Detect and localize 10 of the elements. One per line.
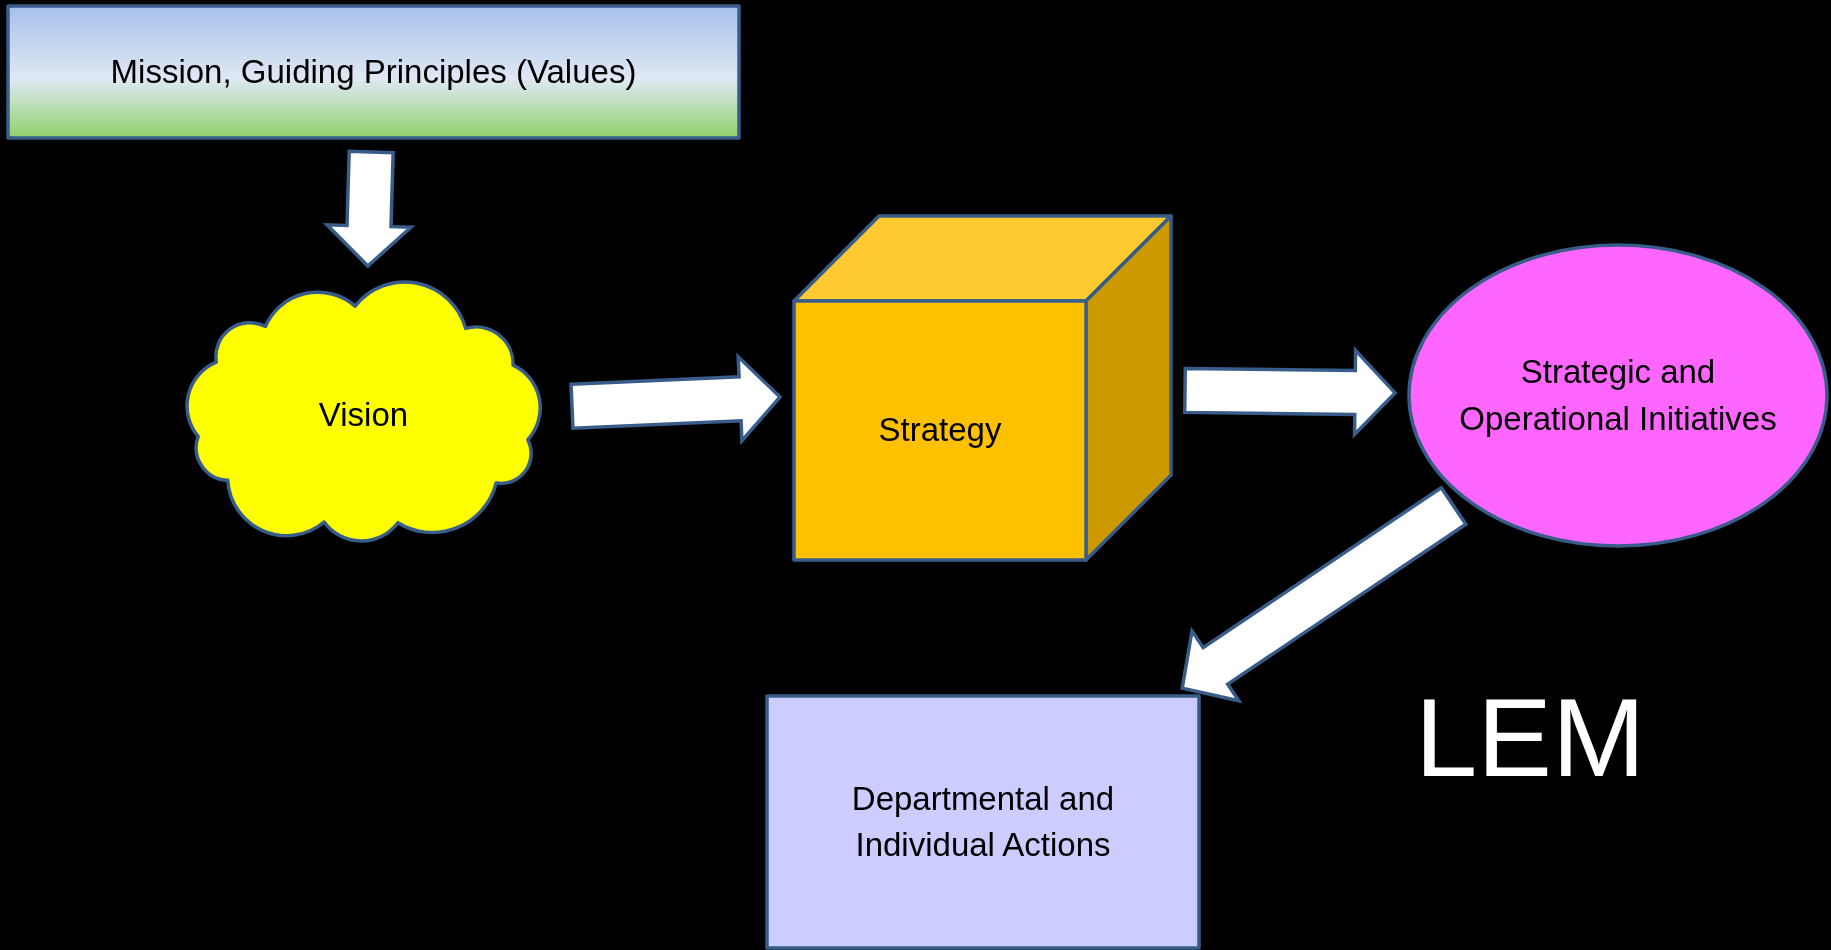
- node-label: Vision: [318, 395, 409, 436]
- node-label: Strategy: [878, 410, 1002, 451]
- node-label: Mission, Guiding Principles (Values): [110, 51, 637, 92]
- block-arrow: [569, 352, 783, 446]
- node-label: Departmental and Individual Actions: [850, 778, 1116, 865]
- block-arrow: [1182, 346, 1398, 439]
- block-arrow: [322, 149, 416, 269]
- title-text: LEM: [1415, 682, 1646, 794]
- block-arrow: [1180, 485, 1469, 704]
- node-label: Strategic and Operational Initiatives: [1458, 352, 1778, 439]
